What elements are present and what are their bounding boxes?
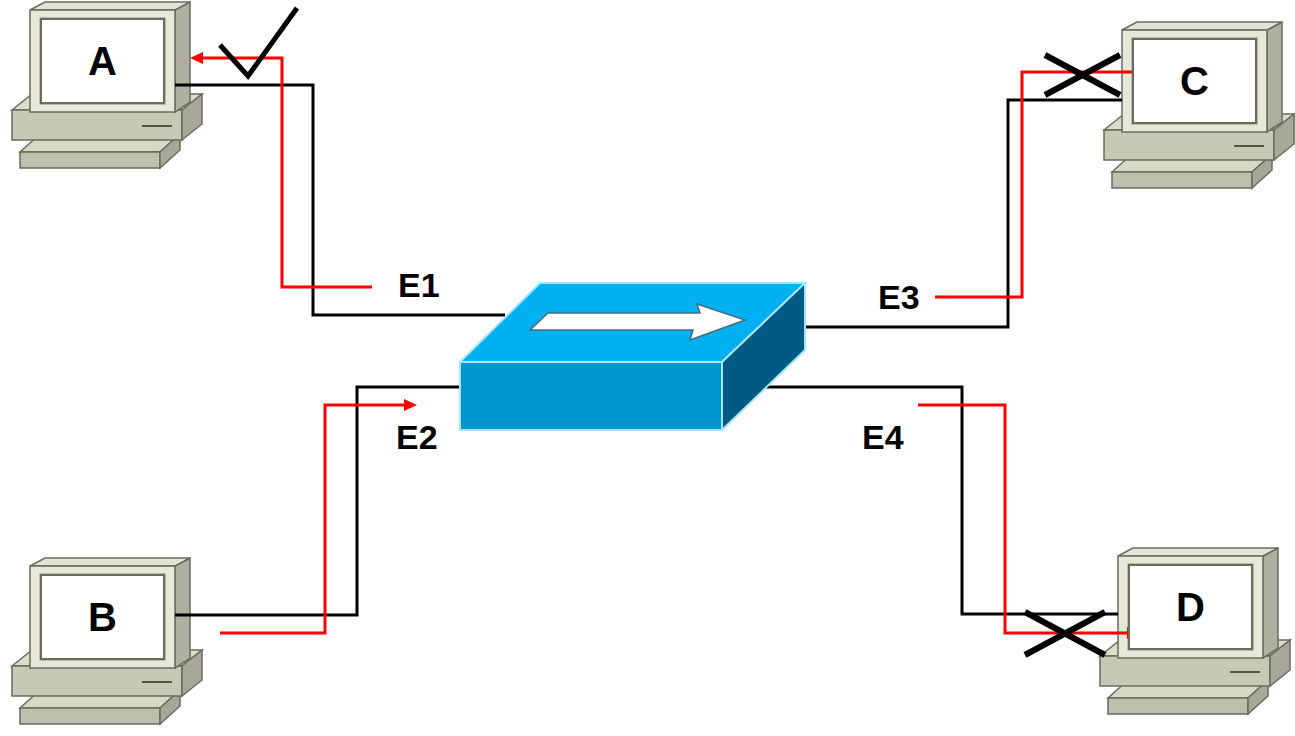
computer-screen: A (40, 18, 165, 104)
computer-icon (1104, 22, 1294, 188)
computer-screen: D (1128, 564, 1253, 650)
cross-mark (1045, 55, 1120, 95)
switch-icon (460, 283, 805, 430)
computer-screen: B (40, 574, 165, 660)
computer-screen: C (1132, 38, 1257, 124)
computer-icon (12, 558, 202, 724)
frame-arrowhead (190, 52, 1172, 639)
port-label: E4 (862, 420, 904, 454)
check-mark (220, 8, 297, 76)
computer-name: C (1180, 61, 1209, 101)
cross-mark (1025, 612, 1105, 655)
port-label: E1 (398, 268, 440, 302)
port-label: E2 (396, 420, 438, 454)
cables (175, 85, 1122, 615)
frame-path (200, 58, 1160, 633)
computer-name: D (1176, 587, 1205, 627)
computer-name: A (88, 41, 117, 81)
computer-icon (12, 2, 202, 168)
port-label: E3 (878, 280, 920, 314)
computer-name: B (88, 597, 117, 637)
computer-icon (1100, 548, 1290, 714)
